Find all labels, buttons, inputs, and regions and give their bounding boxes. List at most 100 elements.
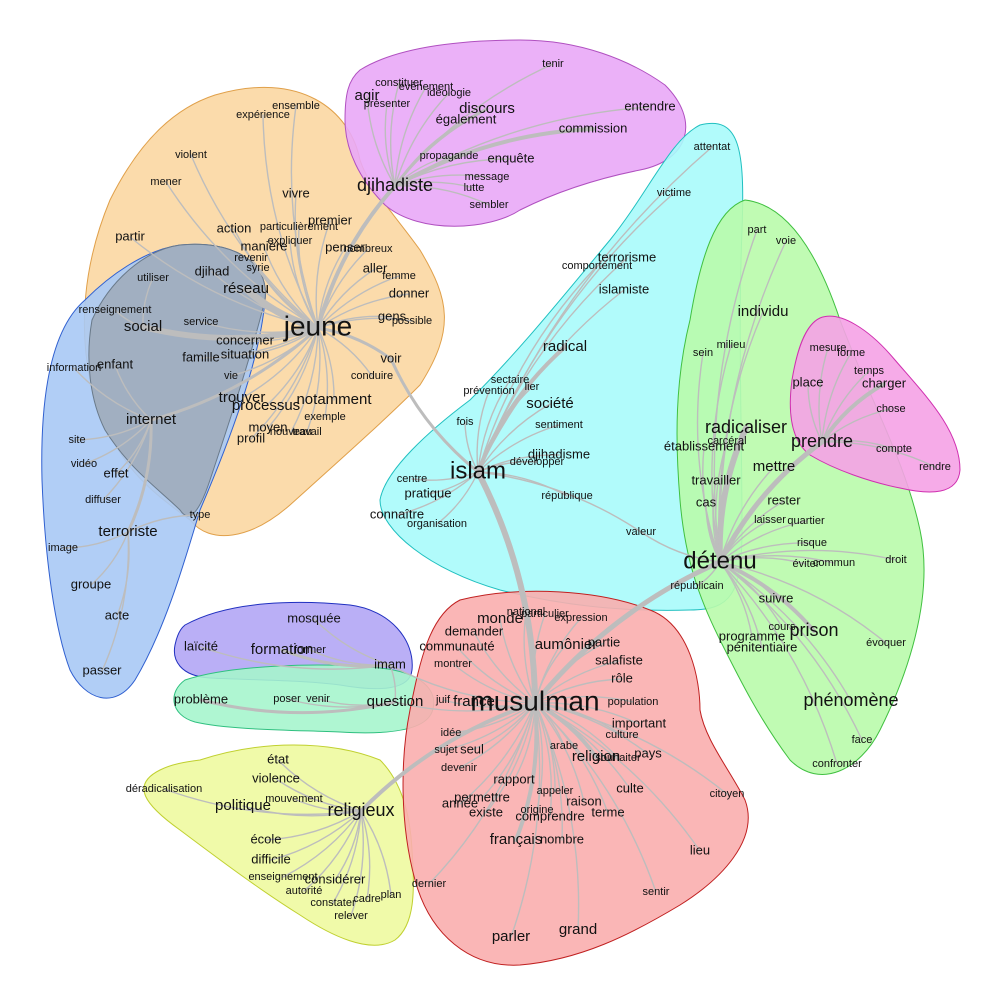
- node-sentir: sentir: [643, 886, 670, 898]
- node-internet: internet: [126, 411, 177, 428]
- edge-detenu-milieu: [711, 344, 732, 563]
- node-djihadiste: djihadiste: [357, 175, 433, 195]
- node-juif: juif: [435, 694, 451, 706]
- node-type: type: [190, 509, 211, 521]
- edge-islam-organisation: [436, 471, 479, 525]
- node-difficile: difficile: [251, 851, 291, 866]
- node-partie: partie: [588, 634, 621, 649]
- edge-islam-prevention: [476, 390, 490, 473]
- edge-jeune-travail: [306, 327, 321, 433]
- word-layer: jeune djihadiste réseau notamment proces…: [47, 58, 951, 945]
- edge-internet-enfant: [114, 364, 152, 421]
- node-plan: plan: [381, 889, 402, 901]
- edge-jeune-vie: [230, 327, 319, 377]
- node-societe: société: [526, 395, 574, 412]
- edge-terroriste-type: [127, 514, 201, 533]
- edge-islam-sectaire: [477, 379, 511, 473]
- edge-terroriste-groupe: [90, 531, 129, 586]
- edge-detenu-droit: [719, 549, 897, 563]
- node-nombre: nombre: [540, 831, 584, 846]
- node-organisation: organisation: [407, 518, 467, 530]
- node-sein: sein: [693, 347, 713, 359]
- edge-musulman-origine: [534, 702, 544, 811]
- edge-islam-attentat: [477, 146, 713, 473]
- edge-layer: [62, 63, 936, 938]
- node-raison: raison: [566, 793, 601, 808]
- edge-musulman-culte: [534, 702, 631, 790]
- node-lier: lier: [525, 381, 540, 393]
- edge-prendre-chose: [821, 408, 892, 443]
- node-permettre: permettre: [454, 789, 510, 804]
- edge-detenu-confronter: [719, 561, 838, 765]
- node-syrie: syrie: [246, 262, 269, 274]
- edge-internet-terroriste: [126, 418, 153, 534]
- edge-religieux-etat: [277, 759, 362, 812]
- node-prevention: prévention: [463, 385, 514, 397]
- edge-jeune-particulierement: [298, 226, 319, 329]
- edge-detenu-quartier: [719, 520, 807, 563]
- edge-terroriste-passer: [101, 531, 130, 672]
- edge-musulman-detenu: [532, 559, 723, 706]
- node-acte: acte: [105, 607, 130, 622]
- node-message: message: [465, 171, 510, 183]
- node-milieu: milieu: [717, 339, 746, 351]
- edge-musulman-appeler: [534, 702, 556, 792]
- edge-jeune-mener: [165, 181, 319, 329]
- node-voir: voir: [381, 350, 403, 365]
- node-utiliser: utiliser: [137, 272, 169, 284]
- node-place: place: [792, 374, 823, 389]
- edge-islam-connaitre: [396, 471, 479, 516]
- node-question: question: [367, 693, 424, 710]
- node-detenu: détenu: [683, 547, 756, 574]
- node-sentiment: sentiment: [535, 419, 583, 431]
- node-profil: profil: [237, 430, 265, 445]
- edge-detenu-voie: [718, 240, 787, 563]
- node-agir: agir: [354, 87, 379, 104]
- node-france: france: [453, 693, 495, 710]
- edge-imam-former: [309, 649, 391, 666]
- node-femme: femme: [382, 270, 416, 282]
- node-autorite: autorité: [286, 885, 323, 897]
- node-experience: expérience: [236, 109, 290, 121]
- node-appeler: appeler: [537, 785, 574, 797]
- edge-question-venir: [317, 698, 396, 706]
- node-action: action: [217, 220, 252, 235]
- node-attentat: attentat: [694, 141, 731, 153]
- node-quartier: quartier: [787, 515, 825, 527]
- node-terroriste: terroriste: [98, 523, 157, 540]
- node-cadre: cadre: [353, 893, 381, 905]
- edge-musulman-imam: [389, 664, 536, 704]
- node-image: image: [48, 542, 78, 554]
- edge-djihadiste-evenement: [394, 86, 427, 187]
- node-violent: violent: [175, 149, 207, 161]
- node-centre: centre: [397, 473, 428, 485]
- edge-religieux-difficile: [270, 810, 362, 861]
- node-population: population: [608, 696, 659, 708]
- node-demander: demander: [445, 623, 504, 638]
- edge-jeune-voir: [316, 326, 393, 361]
- edge-islam-developper: [477, 461, 538, 473]
- node-probleme: problème: [174, 691, 228, 706]
- edge-internet-site: [76, 419, 152, 441]
- node-conduire: conduire: [351, 370, 393, 382]
- edge-djihadiste-egalement: [394, 119, 467, 187]
- node-notamment: notamment: [296, 391, 372, 408]
- edge-jeune-exemple: [317, 327, 329, 418]
- node-evoquer: évoquer: [866, 637, 906, 649]
- node-carceral: carcéral: [707, 435, 746, 447]
- edge-question-probleme: [199, 698, 397, 715]
- edge-internet-video: [83, 419, 152, 465]
- node-commun: commun: [813, 557, 855, 569]
- node-information: information: [47, 362, 101, 374]
- node-deradicalisation: déradicalisation: [126, 783, 202, 795]
- node-situation: situation: [221, 346, 269, 361]
- edge-islam-islamiste: [477, 289, 625, 473]
- node-lieu: lieu: [690, 842, 710, 857]
- cluster-prendre: [789, 315, 961, 493]
- node-developper: développer: [510, 456, 565, 468]
- edge-musulman-parler: [510, 702, 541, 938]
- node-travail: travail: [292, 426, 321, 438]
- edge-social-renseignement: [114, 309, 144, 328]
- edge-detenu-etablissement: [702, 446, 721, 563]
